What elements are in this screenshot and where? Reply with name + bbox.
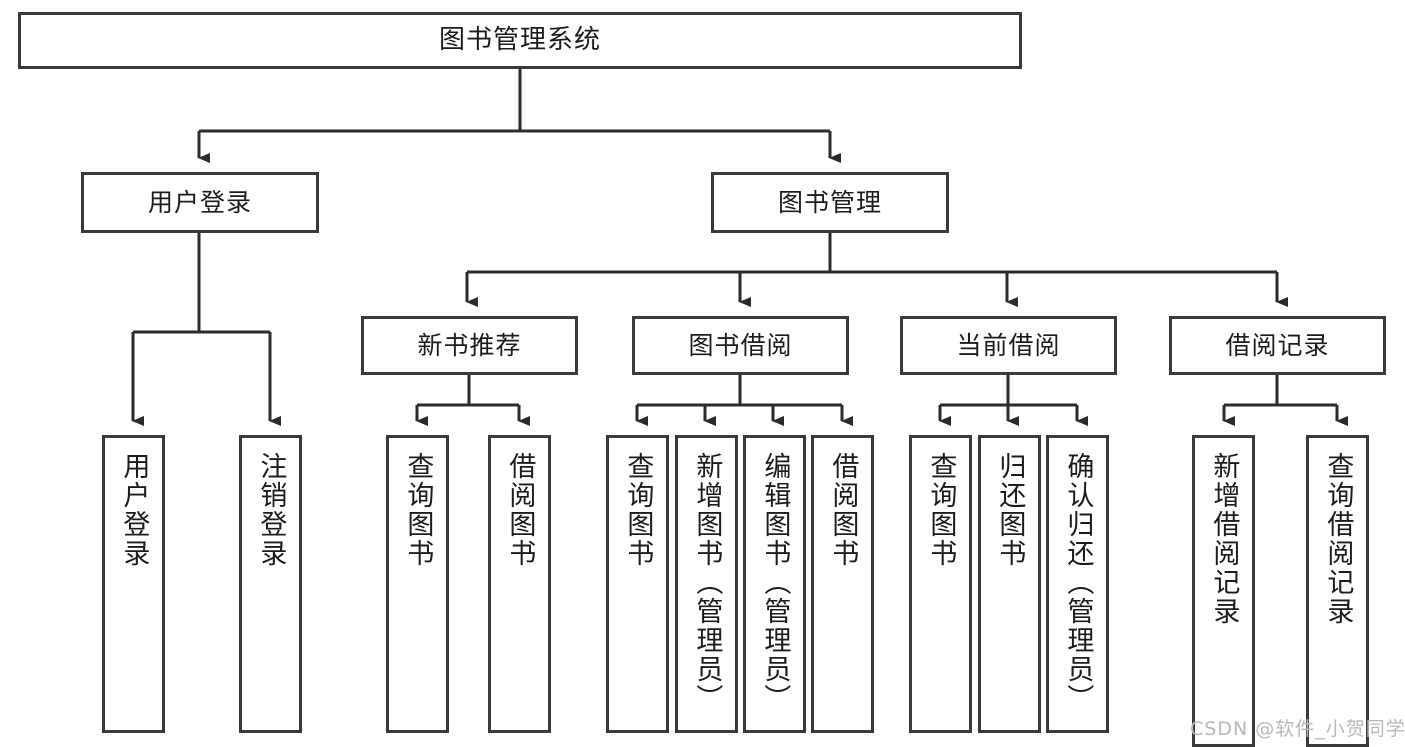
node-label: 查询借阅记录: [1322, 452, 1354, 626]
node-label: 新增图书（管理员）: [691, 452, 723, 713]
node-label: 借阅图书: [827, 452, 859, 568]
node-label: 归还图书: [994, 452, 1026, 568]
node-label: 当前借阅: [956, 330, 1061, 360]
node-leaf-query-book-1[interactable]: 查询图书: [386, 435, 449, 733]
node-new-book-recommend[interactable]: 新书推荐: [361, 316, 578, 375]
node-leaf-query-record[interactable]: 查询借阅记录: [1306, 435, 1369, 747]
node-leaf-borrow-book-1[interactable]: 借阅图书: [488, 435, 551, 733]
node-label: 图书管理系统: [438, 25, 601, 56]
node-label: 借阅记录: [1225, 330, 1330, 360]
node-leaf-add-book[interactable]: 新增图书（管理员）: [675, 435, 738, 733]
node-label: 图书管理: [777, 187, 882, 217]
node-leaf-borrow-book-2[interactable]: 借阅图书: [811, 435, 874, 733]
node-leaf-query-book-2[interactable]: 查询图书: [606, 435, 669, 733]
node-book-management[interactable]: 图书管理: [711, 172, 949, 233]
node-leaf-edit-book[interactable]: 编辑图书（管理员）: [743, 435, 806, 733]
node-label: 用户登录: [118, 452, 150, 568]
node-leaf-logout[interactable]: 注销登录: [239, 435, 302, 733]
node-label: 新书推荐: [417, 330, 522, 360]
node-label: 查询图书: [925, 452, 957, 568]
node-label: 新增借阅记录: [1208, 452, 1240, 626]
node-leaf-add-record[interactable]: 新增借阅记录: [1192, 435, 1255, 747]
node-label: 查询图书: [622, 452, 654, 568]
node-leaf-user-login[interactable]: 用户登录: [102, 435, 165, 733]
node-label: 注销登录: [255, 452, 287, 568]
node-current-borrow[interactable]: 当前借阅: [900, 316, 1117, 375]
node-label: 确认归还（管理员）: [1062, 452, 1094, 713]
node-leaf-return-book[interactable]: 归还图书: [978, 435, 1041, 733]
node-root-system[interactable]: 图书管理系统: [18, 12, 1022, 69]
node-book-borrow[interactable]: 图书借阅: [632, 316, 849, 375]
node-label: 查询图书: [402, 452, 434, 568]
node-leaf-query-book-3[interactable]: 查询图书: [909, 435, 972, 733]
node-label: 用户登录: [147, 187, 252, 217]
node-user-login[interactable]: 用户登录: [81, 172, 319, 233]
node-leaf-confirm-return[interactable]: 确认归还（管理员）: [1046, 435, 1109, 733]
node-label: 借阅图书: [504, 452, 536, 568]
node-label: 编辑图书（管理员）: [759, 452, 791, 713]
node-borrow-record[interactable]: 借阅记录: [1169, 316, 1386, 375]
node-label: 图书借阅: [688, 330, 793, 360]
